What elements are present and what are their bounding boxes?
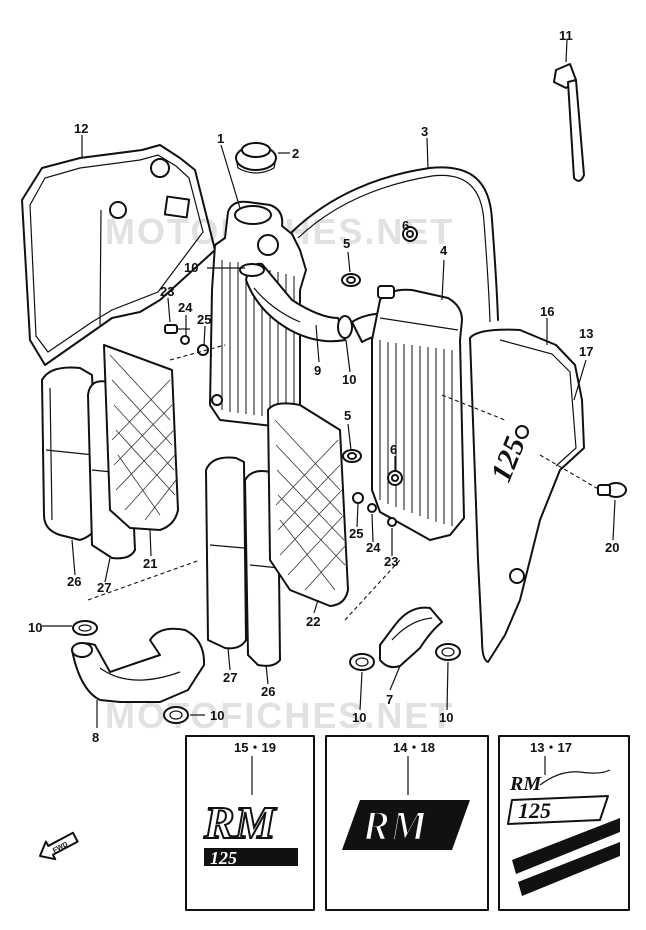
- part-1-left-radiator: [209, 200, 307, 429]
- callout-10-hose: 10: [342, 372, 356, 387]
- part-4-right-radiator: [371, 285, 465, 541]
- part-10-clamp-left: [72, 620, 98, 636]
- callout-13: 13: [579, 326, 593, 341]
- part-10-clamp-top: [239, 263, 265, 277]
- part-22-right-mesh-screen: [267, 402, 349, 607]
- callout-23-right: 23: [384, 554, 398, 569]
- part-3-overflow-hose: [291, 166, 499, 321]
- inset-left-15-19: 15・19 RM 125: [185, 735, 315, 911]
- part-5-grommet-mid: [342, 449, 362, 463]
- callout-21: 21: [143, 556, 157, 571]
- callout-4: 4: [440, 243, 448, 258]
- callout-11: 11: [559, 28, 573, 43]
- callout-6-mid: 6: [390, 442, 397, 457]
- inset-left-emblem-rm: RM: [203, 797, 278, 848]
- callout-5-top: 5: [343, 236, 350, 251]
- callout-numbers: 1 2 3 4 5 5 6 6 7 8 9 10 10 10 10 10 10 …: [28, 28, 619, 745]
- part-2-radiator-cap: [235, 142, 277, 174]
- inset-right-13-17: 13・17 RM 125: [498, 735, 630, 911]
- fwd-arrow-icon: FWD: [38, 831, 79, 861]
- part-12-left-shroud: [21, 144, 216, 366]
- leader-lines: [42, 39, 616, 728]
- callout-2: 2: [292, 146, 299, 161]
- callout-27-right: 27: [223, 670, 237, 685]
- part-10-clamp-bottom: [163, 706, 189, 724]
- inset-middle-14-18: 14・18 RM: [325, 735, 489, 911]
- callout-22: 22: [306, 614, 320, 629]
- callout-25-right: 25: [349, 526, 363, 541]
- part-10-clamp-hose: [337, 315, 353, 339]
- part-10-clamp-mid: [349, 653, 375, 671]
- part-6-bolt-mid: [387, 470, 403, 486]
- callout-24-right: 24: [366, 540, 381, 555]
- callout-20: 20: [605, 540, 619, 555]
- inset-right-emblem-125: 125: [518, 798, 551, 823]
- callout-10-left: 10: [28, 620, 42, 635]
- callout-26-right: 26: [261, 684, 275, 699]
- part-6-bolt-top: [402, 226, 418, 242]
- inset-right-emblem-rm: RM: [509, 773, 542, 795]
- callout-10-mid: 10: [352, 710, 366, 725]
- callout-24-left: 24: [178, 300, 193, 315]
- callout-5-mid: 5: [344, 408, 351, 423]
- callout-3: 3: [421, 124, 428, 139]
- callout-6-top: 6: [402, 218, 409, 233]
- part-7-hose: [379, 606, 443, 669]
- callout-12: 12: [74, 121, 88, 136]
- inset-right-label: 13・17: [530, 740, 572, 755]
- callout-10-bottom: 10: [210, 708, 224, 723]
- callout-17: 17: [579, 344, 593, 359]
- assembly-guide-lines: [87, 344, 601, 621]
- inset-middle-label: 14・18: [393, 740, 435, 755]
- part-8-lower-hose: [71, 627, 206, 703]
- part-16-right-shroud: 125: [469, 328, 585, 663]
- callout-23-left: 23: [160, 284, 174, 299]
- callout-26-left: 26: [67, 574, 81, 589]
- callout-7: 7: [386, 692, 393, 707]
- callout-16: 16: [540, 304, 554, 319]
- inset-left-emblem-125: 125: [210, 848, 237, 868]
- part-27-right-guard: [205, 456, 247, 650]
- callout-9: 9: [314, 363, 321, 378]
- callout-10-top: 10: [184, 260, 198, 275]
- part-21-left-mesh-screen: [103, 344, 179, 531]
- inset-left-label: 15・19: [234, 740, 276, 755]
- inset-middle-emblem-rm: RM: [361, 804, 429, 850]
- fasteners-left: [164, 324, 209, 356]
- callout-8: 8: [92, 730, 99, 745]
- callout-10-right: 10: [439, 710, 453, 725]
- part-20-bolt: [597, 482, 627, 498]
- part-10-clamp-right: [435, 643, 461, 661]
- callout-25-left: 25: [197, 312, 211, 327]
- callout-27-left: 27: [97, 580, 111, 595]
- part-11-strap: [553, 63, 585, 182]
- part-5-grommet-top: [341, 273, 361, 287]
- callout-1: 1: [217, 131, 224, 146]
- fasteners-right: [352, 492, 397, 527]
